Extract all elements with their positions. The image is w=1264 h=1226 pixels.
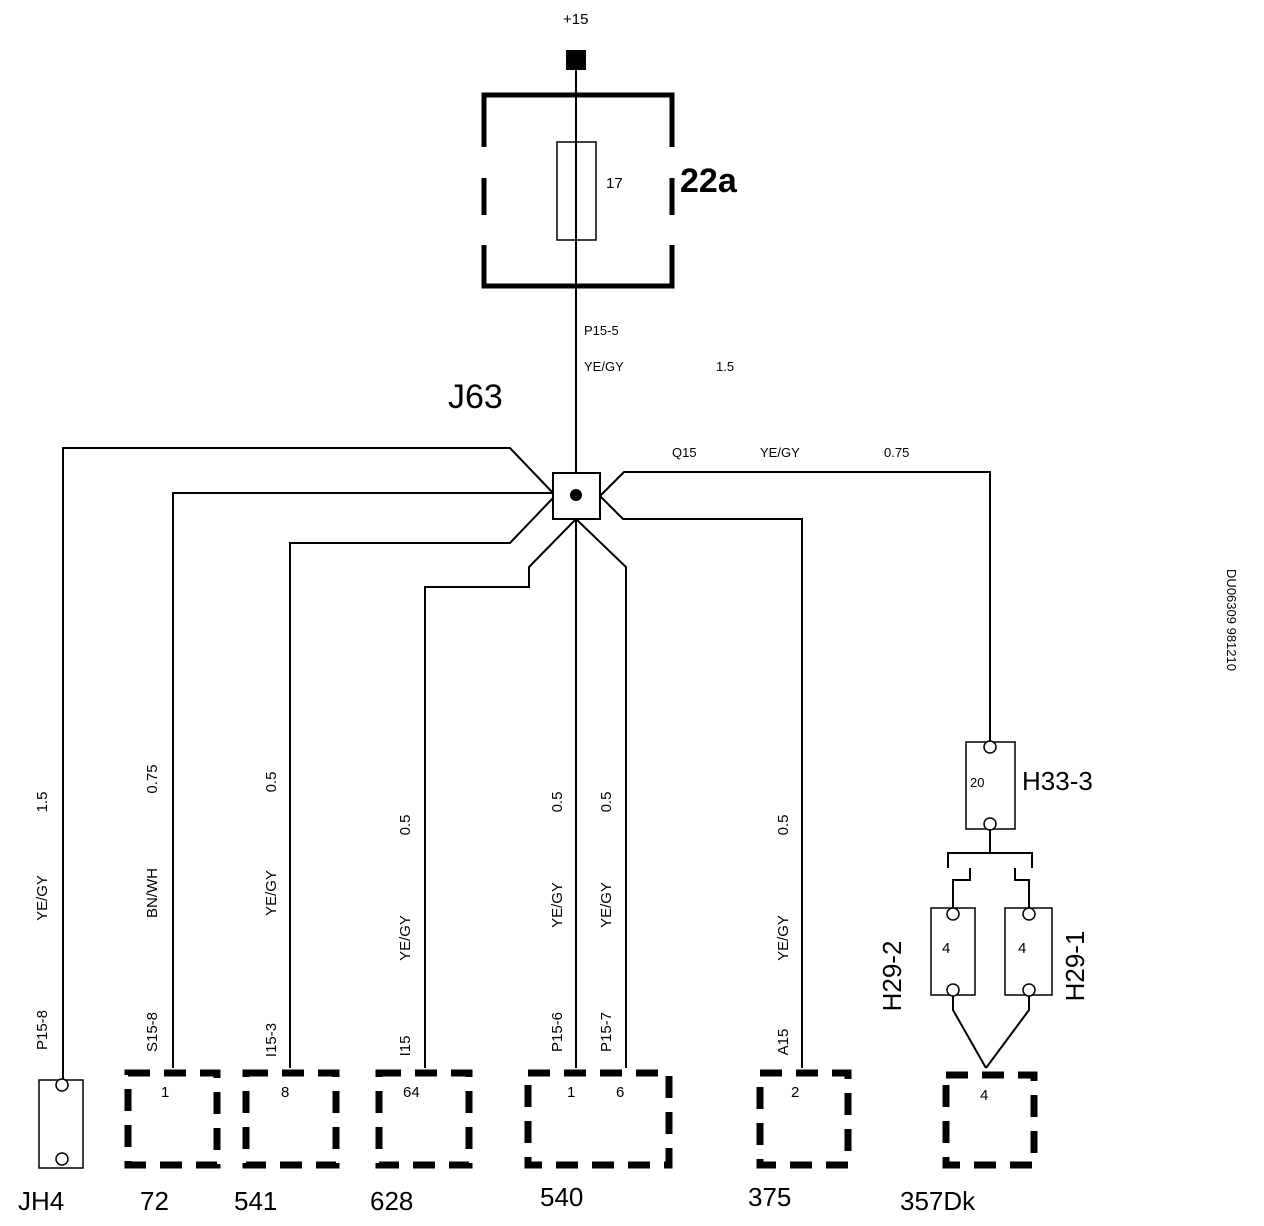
- pin-number: 1: [161, 1084, 169, 1101]
- component-label: 375: [748, 1182, 791, 1212]
- fuse-number: 17: [606, 175, 623, 192]
- h33-label: H33-3: [1022, 766, 1093, 796]
- pin-number: 1: [567, 1084, 575, 1101]
- branch-labels: 1.5 YE/GY P15-8 0.75 BN/WH S15-8 0.5 YE/…: [34, 764, 792, 1057]
- fuse-box-label: 22a: [680, 162, 738, 200]
- bracket: [947, 829, 1033, 868]
- component-label: 72: [140, 1186, 169, 1216]
- branch-id: I15-3: [263, 1023, 280, 1057]
- pin-circle: [55, 1152, 69, 1166]
- pin-number: 20: [970, 775, 984, 790]
- pin-number: 4: [980, 1087, 988, 1104]
- branch-size: 0.5: [397, 815, 414, 836]
- connector-628: [375, 1069, 473, 1169]
- branch-color: YE/GY: [549, 882, 566, 928]
- pin-circle: [983, 740, 997, 754]
- supply-terminal: [566, 50, 586, 70]
- pin-circle: [946, 983, 960, 997]
- branch-id: A15: [775, 1029, 792, 1056]
- right-wire-id: Q15: [672, 445, 697, 460]
- doc-code: DU06309 981210: [1224, 569, 1239, 671]
- branch-id: P15-6: [549, 1012, 566, 1052]
- main-wire-id: P15-5: [584, 323, 619, 338]
- right-wire-size: 0.75: [884, 445, 909, 460]
- branch-id: P15-8: [34, 1010, 51, 1050]
- branch-wires: [62, 447, 991, 1080]
- component-label: 357Dk: [900, 1186, 976, 1216]
- pin-circle: [946, 907, 960, 921]
- component-label: JH4: [18, 1186, 64, 1216]
- branch-color: YE/GY: [598, 882, 615, 928]
- pin-circle: [1022, 983, 1036, 997]
- branch-size: 0.75: [144, 764, 161, 793]
- pin-number: 4: [1018, 940, 1026, 957]
- connector-541: [242, 1069, 340, 1169]
- branch-wire: [985, 996, 1030, 1069]
- pin-number: 8: [281, 1084, 289, 1101]
- branch-color: YE/GY: [34, 875, 51, 921]
- branch-color: BN/WH: [144, 868, 161, 918]
- branch-id: P15-7: [598, 1012, 615, 1052]
- h29-2-connector: [930, 907, 976, 996]
- branch-size: 0.5: [775, 815, 792, 836]
- splice-node: [570, 489, 582, 501]
- right-wire-color: YE/GY: [760, 445, 800, 460]
- branch-id: I15: [397, 1036, 414, 1057]
- branch-wire: [952, 868, 971, 908]
- supply-label: +15: [563, 11, 588, 28]
- pin-circle: [983, 817, 997, 831]
- branch-size: 0.5: [263, 772, 280, 793]
- fuse-box: [481, 92, 675, 289]
- component-label: 540: [540, 1182, 583, 1212]
- branch-size: 0.5: [598, 792, 615, 813]
- h29-1-label: H29-1: [1060, 931, 1090, 1002]
- pin-circle: [1022, 907, 1036, 921]
- main-wire-color: YE/GY: [584, 359, 624, 374]
- pin-number: 2: [791, 1084, 799, 1101]
- h29-2-label: H29-2: [877, 941, 907, 1012]
- branch-id: S15-8: [144, 1012, 161, 1052]
- pin-number: 6: [616, 1084, 624, 1101]
- branch-color: YE/GY: [775, 915, 792, 961]
- splice-label: J63: [448, 378, 503, 416]
- branch-color: YE/GY: [263, 870, 280, 916]
- pin-circle: [55, 1078, 69, 1092]
- component-label: 628: [370, 1186, 413, 1216]
- branch-wire: [1014, 868, 1030, 908]
- connector-72: [124, 1069, 221, 1169]
- connector-540: [524, 1069, 673, 1169]
- branch-size: 1.5: [34, 792, 51, 813]
- connector-375: [756, 1069, 852, 1169]
- main-wire-size: 1.5: [716, 359, 734, 374]
- h29-1-connector: [1004, 907, 1053, 996]
- connector-357dk: [942, 1071, 1038, 1169]
- branch-wire: [952, 996, 987, 1069]
- pin-number: 64: [403, 1084, 420, 1101]
- pin-number: 4: [942, 940, 950, 957]
- branch-size: 0.5: [549, 792, 566, 813]
- component-label: 541: [234, 1186, 277, 1216]
- branch-color: YE/GY: [397, 915, 414, 961]
